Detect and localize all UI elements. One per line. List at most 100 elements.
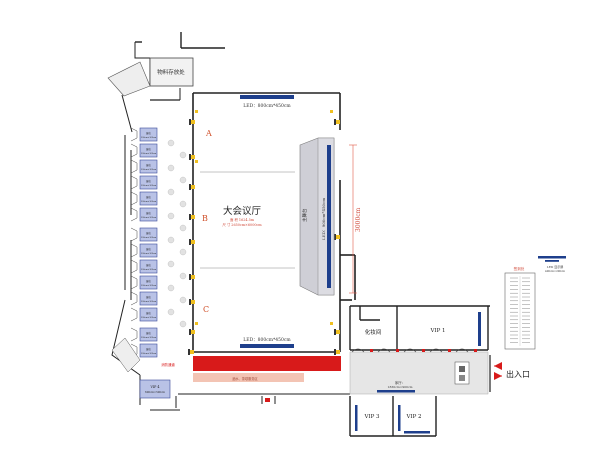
pillar (334, 329, 336, 335)
storage-room: 物料存放处 (107, 57, 194, 101)
pillar (334, 349, 336, 355)
pillar (189, 329, 191, 335)
booth-sub: 300cm×300cm (141, 268, 156, 271)
pillar (189, 274, 191, 280)
booth-outline (130, 291, 138, 306)
booth-sub: 300cm×300cm (141, 168, 156, 171)
pillar-marker (195, 322, 198, 325)
vip3-screen (355, 405, 358, 431)
bottom-wall (178, 393, 350, 404)
red-carpet (193, 356, 341, 371)
vip1-screen (478, 312, 481, 346)
entrance-label: 出入口 (506, 369, 530, 379)
stage-label: 主舞台 (301, 208, 308, 222)
standing-table (167, 260, 175, 268)
hall-subtitle-1: 面 积 1624.5m (230, 217, 255, 222)
pillar (189, 239, 191, 245)
pillar-marker (195, 110, 198, 113)
pink-service-band (193, 373, 304, 382)
booth-label: 展位 (146, 195, 151, 199)
booth-outline (130, 127, 138, 142)
booth-label: 展位 (146, 247, 151, 251)
pillar-marker (336, 120, 340, 124)
pillar (189, 184, 191, 190)
pillar-marker (191, 275, 195, 279)
standing-table (167, 236, 175, 244)
standing-table (179, 320, 187, 328)
booth-label: 展位 (146, 347, 151, 351)
booth-sub: 300cm×300cm (141, 352, 156, 355)
booth-label: 展位 (146, 279, 151, 283)
door-marker (474, 349, 477, 352)
booth-outline (130, 243, 138, 258)
pillar-marker (330, 322, 333, 325)
side-led-label: LED 显示屏 (547, 265, 564, 269)
pillar (189, 154, 191, 160)
booth-outline (130, 175, 138, 190)
stage-led-label: LED：900cm*450cm (321, 198, 326, 240)
hall-subtitle-2: 尺 寸 2650cm×6000cm (222, 222, 262, 227)
pillar-markers (188, 110, 340, 355)
reception-label: 签到处 (514, 266, 525, 271)
booth-outline (130, 159, 138, 174)
stage-dimension (349, 144, 357, 294)
booth-label: 展位 (146, 211, 151, 215)
section-c-label: C (203, 305, 209, 314)
standing-table (179, 176, 187, 184)
small-room-label: VIP 4 (149, 385, 159, 389)
led-bottom-screen (240, 344, 294, 348)
reception-tables (510, 276, 530, 346)
booth-label: 展位 (146, 311, 151, 315)
led-bottom-label: LED：800cm*450cm (243, 337, 291, 343)
standing-table (167, 164, 175, 172)
booth-outline (130, 327, 138, 342)
booth-outline (130, 275, 138, 290)
standing-table (179, 200, 187, 208)
booth-label: 展位 (146, 331, 151, 335)
led-top-screen (240, 95, 294, 99)
booth-label: 展位 (146, 179, 151, 183)
booth-sub: 300cm×300cm (141, 252, 156, 255)
standing-table (179, 151, 187, 159)
booth-sub: 300cm×300cm (141, 152, 156, 155)
pillar (334, 119, 336, 125)
booth-column: 展位300cm×300cm展位300cm×300cm展位300cm×300cm展… (130, 127, 158, 358)
booth-label: 展位 (146, 131, 151, 135)
top-notch-walls (135, 32, 225, 49)
door-marker (396, 349, 399, 352)
vip-bottom-walls (349, 396, 437, 437)
vip2-screen-bottom (404, 431, 430, 434)
pillar (188, 349, 190, 355)
reception-area: 签到处 (504, 266, 536, 350)
pillar-marker (195, 160, 198, 163)
standing-table (179, 296, 187, 304)
section-a-label: A (205, 129, 212, 138)
dimension-label: 3000cm (355, 207, 362, 232)
booth-label: 展位 (146, 163, 151, 167)
vip3-label: VIP 3 (363, 414, 380, 420)
side-led-legend: LED 显示屏 400cm×200cm (538, 256, 566, 273)
door-marker (448, 349, 451, 352)
standing-table (179, 224, 187, 232)
stage-led-screen (327, 145, 331, 288)
foyer-doors (351, 348, 477, 353)
vip2-screen (398, 405, 401, 431)
pillar (189, 299, 191, 305)
pillar (189, 214, 191, 220)
small-room: VIP 4 600cm×500cm (111, 337, 171, 399)
door-swing (403, 348, 417, 353)
foyer-label: 序厅： (395, 380, 405, 385)
foyer-sub: 1830cm×900cm (388, 385, 413, 389)
entrance: 出入口 (489, 355, 530, 392)
small-room-sub: 600cm×500cm (145, 390, 165, 394)
booth-label: 展位 (146, 295, 151, 299)
